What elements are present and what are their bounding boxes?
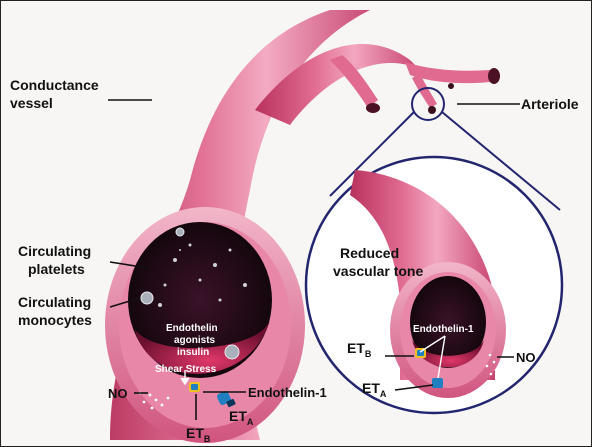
arteriole-opening-4 — [448, 83, 454, 89]
label-conductance-line2: vessel — [10, 95, 53, 111]
label-endothelin1-zoom: Endothelin-1 — [413, 324, 474, 335]
et-b-receptor-main — [189, 382, 200, 392]
label-endothelin-agonists-3: insulin — [177, 347, 209, 358]
label-no-left: NO — [108, 386, 128, 401]
arteriole-opening-3 — [428, 106, 436, 114]
label-platelets-line2: platelets — [28, 261, 85, 277]
arteriole-opening-1 — [488, 68, 500, 84]
label-arteriole: Arteriole — [521, 96, 579, 112]
label-endothelin-agonists-2: agonists — [174, 335, 216, 346]
label-no-right: NO — [516, 350, 536, 365]
label-shear-stress: Shear Stress — [155, 364, 217, 375]
label-reduced-line2: vascular tone — [333, 263, 423, 279]
label-reduced-line1: Reduced — [340, 245, 399, 261]
label-monocytes-line1: Circulating — [18, 294, 91, 310]
et-a-receptor-zoom — [432, 378, 443, 388]
label-monocytes-line2: monocytes — [18, 312, 92, 328]
label-endothelin1-main: Endothelin-1 — [248, 385, 327, 400]
arteriole-opening-2 — [366, 103, 380, 113]
label-platelets-line1: Circulating — [18, 243, 91, 259]
label-endothelin-agonists-1: Endothelin — [166, 323, 218, 334]
label-conductance-line1: Conductance — [10, 77, 99, 93]
